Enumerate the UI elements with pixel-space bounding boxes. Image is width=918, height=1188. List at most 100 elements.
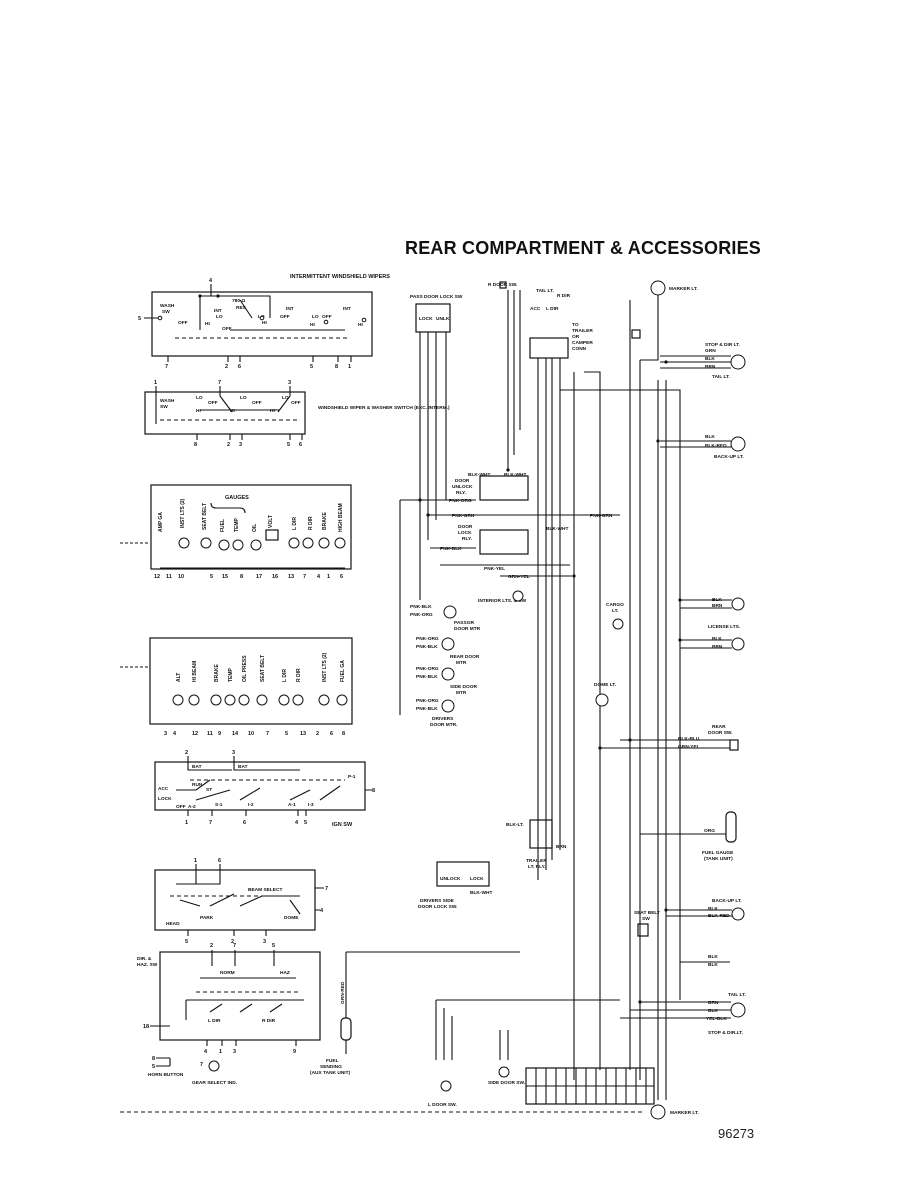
- svg-text:HI: HI: [310, 322, 315, 328]
- svg-text:(AUX TANK UNIT): (AUX TANK UNIT): [310, 1070, 351, 1076]
- svg-text:INT: INT: [214, 308, 222, 314]
- svg-text:ALT: ALT: [176, 673, 182, 682]
- svg-text:5: 5: [210, 574, 213, 580]
- svg-text:BRN: BRN: [712, 603, 723, 609]
- svg-text:1: 1: [219, 1049, 222, 1055]
- svg-text:BRN: BRN: [708, 1000, 719, 1006]
- svg-text:DOOR: DOOR: [455, 478, 470, 484]
- svg-text:BLK: BLK: [708, 906, 718, 912]
- svg-text:8: 8: [372, 788, 375, 794]
- svg-text:BLK-WHT: BLK-WHT: [470, 890, 492, 896]
- svg-text:ACC: ACC: [158, 786, 169, 792]
- svg-text:R DIR: R DIR: [308, 516, 314, 530]
- svg-text:BLK: BLK: [712, 636, 722, 642]
- svg-text:OFF: OFF: [178, 320, 188, 326]
- svg-text:ST: ST: [206, 787, 212, 793]
- svg-text:R DOOR SW.: R DOOR SW.: [488, 282, 517, 288]
- svg-text:BLK: BLK: [708, 1008, 718, 1014]
- svg-text:BLK: BLK: [708, 954, 718, 960]
- svg-text:INST LTS (2): INST LTS (2): [322, 652, 328, 682]
- svg-text:BEAM SELECT: BEAM SELECT: [248, 887, 282, 893]
- svg-text:5: 5: [185, 939, 188, 945]
- svg-text:(TANK UNIT): (TANK UNIT): [704, 856, 733, 862]
- svg-text:WASH: WASH: [160, 398, 175, 404]
- svg-text:GAUGES: GAUGES: [225, 495, 249, 501]
- svg-text:15: 15: [222, 574, 228, 580]
- svg-text:PARK: PARK: [200, 915, 214, 921]
- svg-text:HEAD: HEAD: [166, 921, 180, 927]
- svg-text:5: 5: [285, 731, 288, 737]
- svg-text:LOCK: LOCK: [158, 796, 172, 802]
- svg-text:BACK-UP LT.: BACK-UP LT.: [714, 454, 744, 460]
- svg-text:LOCK: LOCK: [458, 530, 472, 536]
- intermittent-wiper-switch: INTERMITTENT WINDSHIELD WIPERS 4 5 WASHS…: [138, 274, 390, 370]
- svg-text:TAIL LT.: TAIL LT.: [536, 288, 554, 294]
- svg-text:HAZ. SW: HAZ. SW: [137, 962, 158, 968]
- svg-text:BRAKE: BRAKE: [322, 512, 328, 530]
- svg-text:DOOR: DOOR: [458, 524, 473, 530]
- svg-text:BLK-RED: BLK-RED: [705, 443, 727, 449]
- svg-text:AMP GA: AMP GA: [158, 512, 164, 532]
- svg-text:7: 7: [209, 820, 212, 826]
- svg-text:R DIR: R DIR: [296, 668, 302, 682]
- svg-text:OFF: OFF: [252, 400, 262, 406]
- svg-text:OFF: OFF: [322, 314, 332, 320]
- svg-text:DOOR MTR.: DOOR MTR.: [430, 722, 457, 728]
- svg-text:TO: TO: [572, 322, 579, 328]
- svg-text:L DIR: L DIR: [546, 306, 559, 312]
- svg-text:1: 1: [154, 380, 157, 386]
- svg-text:GRN-YEL: GRN-YEL: [678, 744, 700, 750]
- svg-text:GEAR SELECT IND.: GEAR SELECT IND.: [192, 1080, 237, 1086]
- svg-text:RLY.: RLY.: [456, 490, 466, 496]
- svg-text:S-1: S-1: [215, 802, 223, 808]
- svg-text:DRIVERS SIDE: DRIVERS SIDE: [420, 898, 455, 904]
- svg-text:PNK-GRN: PNK-GRN: [452, 513, 475, 519]
- svg-text:DOME: DOME: [284, 915, 299, 921]
- svg-text:3: 3: [239, 442, 242, 448]
- svg-text:LO: LO: [240, 395, 247, 401]
- svg-text:RUN: RUN: [192, 782, 203, 788]
- svg-text:LT. RLY.: LT. RLY.: [528, 864, 546, 870]
- svg-text:ORG: ORG: [704, 828, 715, 834]
- svg-text:UNLOCK: UNLOCK: [440, 876, 461, 882]
- svg-text:I-3: I-3: [308, 802, 314, 808]
- svg-text:1: 1: [185, 820, 188, 826]
- svg-text:PNK-GRN: PNK-GRN: [590, 513, 613, 519]
- svg-text:FUEL GAUGE: FUEL GAUGE: [702, 850, 734, 856]
- svg-text:7: 7: [165, 364, 168, 370]
- svg-text:CARGO: CARGO: [606, 602, 624, 608]
- svg-text:BACK-UP LT.: BACK-UP LT.: [712, 898, 742, 904]
- svg-text:GRN: GRN: [705, 348, 716, 354]
- svg-text:3: 3: [232, 750, 235, 756]
- svg-text:MARKER LT.: MARKER LT.: [669, 286, 698, 292]
- svg-text:LO: LO: [216, 314, 223, 320]
- svg-text:3: 3: [164, 731, 167, 737]
- svg-text:DRIVERS: DRIVERS: [432, 716, 454, 722]
- svg-text:6: 6: [340, 574, 343, 580]
- svg-text:7: 7: [233, 943, 236, 949]
- svg-text:SIDE DOOR SW.: SIDE DOOR SW.: [488, 1080, 525, 1086]
- svg-text:2: 2: [225, 364, 228, 370]
- svg-text:INTERIOR LTS. & SW: INTERIOR LTS. & SW: [478, 598, 527, 604]
- svg-text:2: 2: [210, 943, 213, 949]
- gauge-cluster-2: ALT HI BEAM BRAKE TEMP OIL PRESS SEAT BE…: [120, 637, 353, 737]
- svg-text:STOP & DIR.LT.: STOP & DIR.LT.: [708, 1030, 743, 1036]
- svg-text:MARKER LT.: MARKER LT.: [670, 1110, 699, 1116]
- svg-text:VOLT: VOLT: [268, 515, 274, 528]
- svg-text:SW: SW: [642, 916, 650, 922]
- svg-text:TAIL LT.: TAIL LT.: [728, 992, 746, 998]
- svg-text:PASSGR: PASSGR: [454, 620, 474, 626]
- svg-text:PNK-ORG: PNK-ORG: [416, 698, 439, 704]
- svg-text:7: 7: [266, 731, 269, 737]
- svg-text:13: 13: [288, 574, 294, 580]
- svg-text:SEAT BELT: SEAT BELT: [202, 503, 208, 530]
- svg-text:BLK-WHT: BLK-WHT: [546, 526, 568, 532]
- svg-text:DOOR LOCK SW.: DOOR LOCK SW.: [418, 904, 457, 910]
- svg-text:7: 7: [325, 886, 328, 892]
- svg-text:14: 14: [232, 731, 239, 737]
- svg-text:HI: HI: [230, 408, 235, 414]
- svg-text:1: 1: [327, 574, 330, 580]
